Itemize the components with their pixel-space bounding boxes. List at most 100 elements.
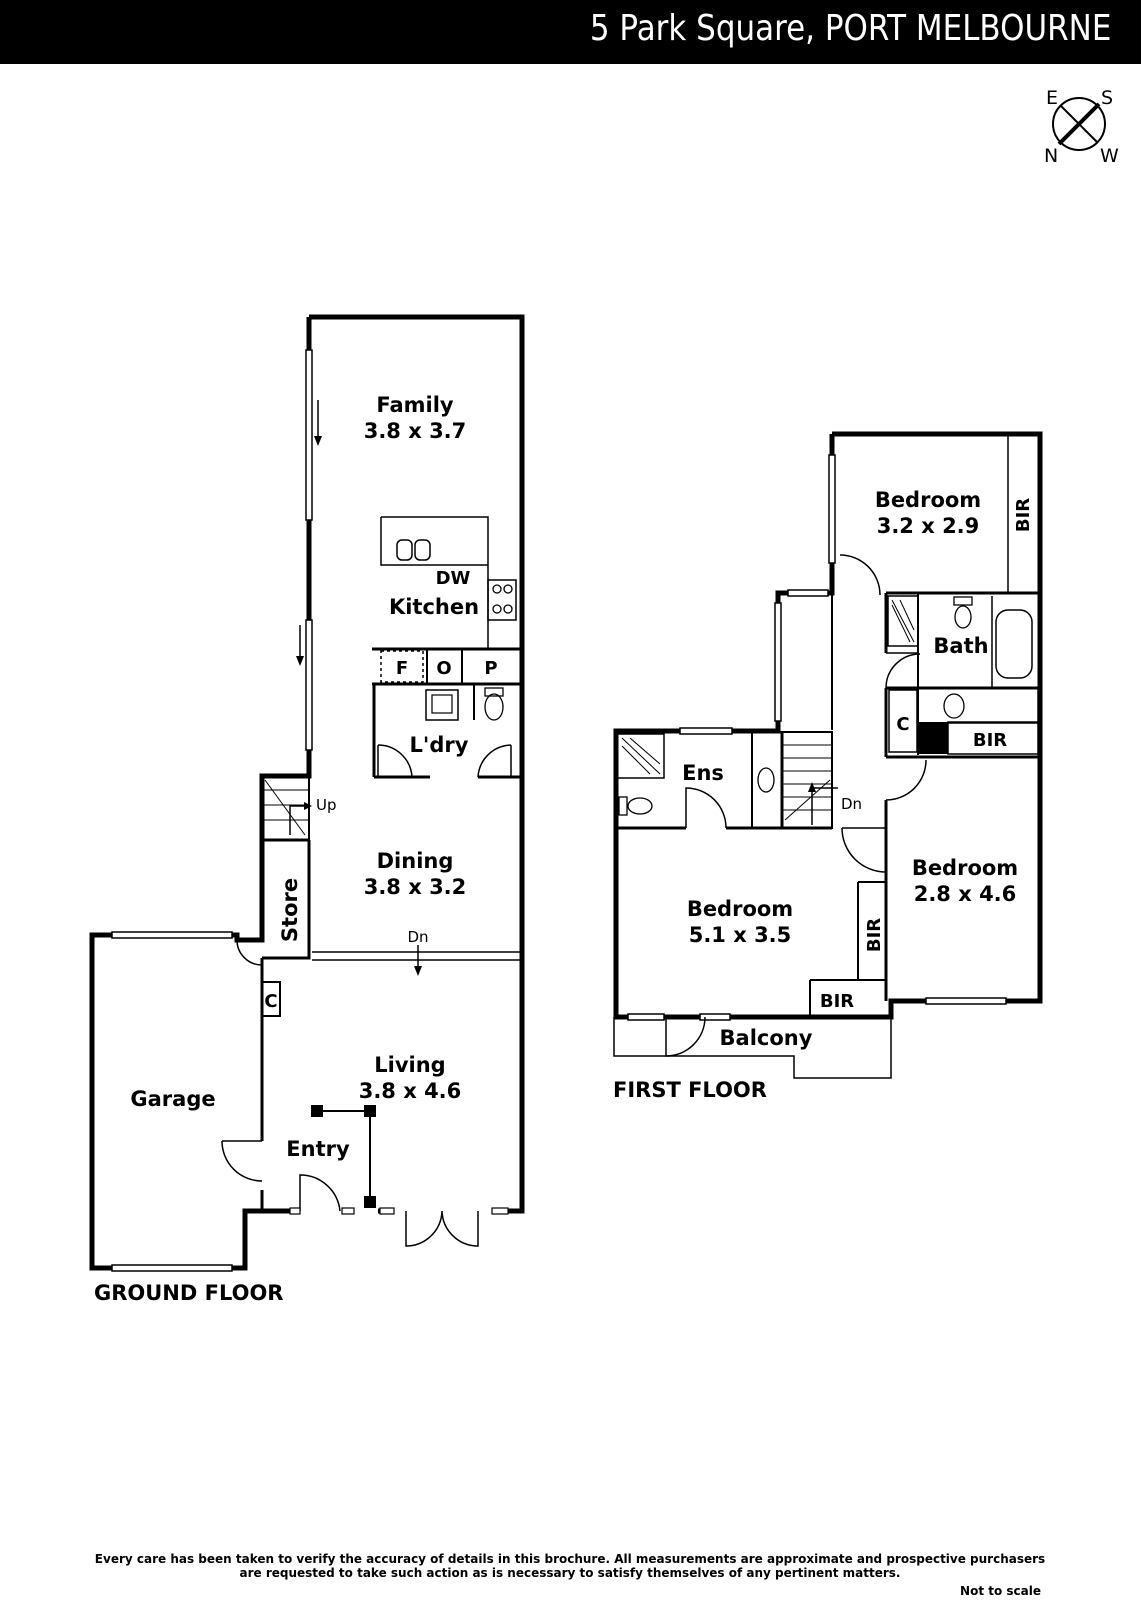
bath-toilet xyxy=(954,605,972,629)
laundry-door xyxy=(377,744,413,778)
dining-dims: 3.8 x 3.2 xyxy=(364,875,467,899)
oven-label: O xyxy=(436,658,451,679)
garage-window-top xyxy=(111,931,233,939)
ground-toilet xyxy=(484,693,504,721)
disclaimer-line-1: Every care has been taken to verify the … xyxy=(94,1552,1046,1566)
garage-entry-door xyxy=(221,1140,263,1182)
bir-main-bottom-label: BIR xyxy=(820,991,854,1012)
scale-note: Not to scale xyxy=(960,1584,1041,1598)
balcony-label: Balcony xyxy=(720,1026,813,1050)
bedroom-right-window xyxy=(925,997,1007,1005)
ensuite-toilet-cistern xyxy=(618,796,628,816)
compass-e: E xyxy=(1046,87,1058,109)
first-stair xyxy=(781,731,833,829)
store-door xyxy=(236,939,263,966)
ensuite-window xyxy=(679,727,733,735)
first-floor-label: FIRST FLOOR xyxy=(613,1078,767,1102)
slide-arrow-head-1 xyxy=(314,436,322,446)
bedroom-top-dims: 3.2 x 2.9 xyxy=(877,514,980,538)
ground-toilet-cistern xyxy=(484,687,504,697)
hall-cupboard xyxy=(888,689,918,753)
bedroom-right-door xyxy=(885,759,927,801)
bedroom-top-window xyxy=(828,454,836,564)
living-label: Living xyxy=(374,1053,445,1077)
dishwasher-label: DW xyxy=(436,568,471,589)
cooktop xyxy=(487,579,517,621)
compass-s: S xyxy=(1101,87,1113,109)
bathtub xyxy=(995,609,1033,679)
ground-floor-plan xyxy=(89,314,525,1272)
disclaimer: Every care has been taken to verify the … xyxy=(90,1552,1050,1580)
ensuite-label: Ens xyxy=(682,761,724,785)
bath-toilet-cistern xyxy=(953,596,973,606)
balcony-door xyxy=(665,1016,706,1057)
ensuite-door xyxy=(685,787,727,829)
compass-circle xyxy=(1052,97,1106,151)
dining-label: Dining xyxy=(377,849,454,873)
bedroom-main-dims: 5.1 x 3.5 xyxy=(689,923,792,947)
entry-front-door xyxy=(299,1174,341,1212)
ensuite-shower xyxy=(618,733,665,779)
header-bar: 5 Park Square, PORT MELBOURNE xyxy=(0,0,1141,64)
step-down-label: Dn xyxy=(407,928,428,946)
bir-main-side-label: BIR xyxy=(864,918,885,952)
balcony-outline xyxy=(613,1017,892,1079)
laundry-walls xyxy=(372,684,522,779)
kitchen-sink-2 xyxy=(414,539,431,561)
store-label: Store xyxy=(278,878,302,942)
family-window-2 xyxy=(305,619,313,751)
pantry-label: P xyxy=(484,658,497,679)
garage-cupboard-label: C xyxy=(264,991,277,1012)
ground-floor-label: GROUND FLOOR xyxy=(94,1281,283,1305)
living-dims: 3.8 x 4.6 xyxy=(359,1079,462,1103)
bedroom-top-door xyxy=(839,554,881,596)
bedroom-right-dims: 2.8 x 4.6 xyxy=(914,882,1017,906)
garage-cupboard xyxy=(261,981,281,1017)
store-walls xyxy=(262,838,311,960)
property-address-title: 5 Park Square, PORT MELBOURNE xyxy=(589,8,1111,49)
entry-label: Entry xyxy=(286,1137,350,1161)
bir-mid-fill xyxy=(918,722,948,754)
garage-window-bottom xyxy=(111,1264,233,1272)
living-french-doors xyxy=(405,1210,479,1247)
fridge-label: F xyxy=(396,658,408,679)
family-label: Family xyxy=(376,393,454,417)
kitchen-bench xyxy=(380,516,489,649)
kitchen-sink-1 xyxy=(396,539,413,561)
bath-label: Bath xyxy=(933,634,988,658)
hall-cupboard-label: C xyxy=(896,714,909,735)
bedroom-main-label: Bedroom xyxy=(687,897,793,921)
slide-arrow-head-2 xyxy=(296,656,304,666)
laundry-tub xyxy=(425,689,459,721)
disclaimer-line-2: are requested to take such action as is … xyxy=(239,1566,901,1580)
stair-dn-label: Dn xyxy=(841,795,862,813)
bir-top-label: BIR xyxy=(1013,498,1034,532)
bedroom-main-door xyxy=(841,827,887,873)
compass-needle xyxy=(1057,102,1101,146)
kitchen-label: Kitchen xyxy=(389,595,479,619)
fridge-space xyxy=(380,650,424,683)
compass-w: W xyxy=(1100,145,1119,167)
bir-mid xyxy=(947,721,1039,755)
stair-up-label: Up xyxy=(316,796,337,814)
garage-label: Garage xyxy=(130,1087,215,1111)
compass-n: N xyxy=(1044,145,1058,167)
ensuite-toilet xyxy=(627,797,653,815)
family-dims: 3.8 x 3.7 xyxy=(364,419,467,443)
family-window-1 xyxy=(305,349,313,521)
laundry-label: L'dry xyxy=(410,733,469,757)
bath-shower xyxy=(887,595,919,647)
bath-basin xyxy=(943,693,965,719)
wc-door xyxy=(477,744,512,778)
bath-door xyxy=(885,653,921,689)
bir-mid-label: BIR xyxy=(973,730,1007,751)
bedroom-right-label: Bedroom xyxy=(912,856,1018,880)
stair-window xyxy=(774,602,782,722)
bedroom-top-label: Bedroom xyxy=(875,488,981,512)
bir-main-bottom xyxy=(809,979,886,1017)
ensuite-basin xyxy=(757,767,775,793)
compass-rose: E S N W xyxy=(1044,87,1119,167)
bir-main-side xyxy=(857,881,886,980)
first-floor-plan xyxy=(613,431,1043,1079)
